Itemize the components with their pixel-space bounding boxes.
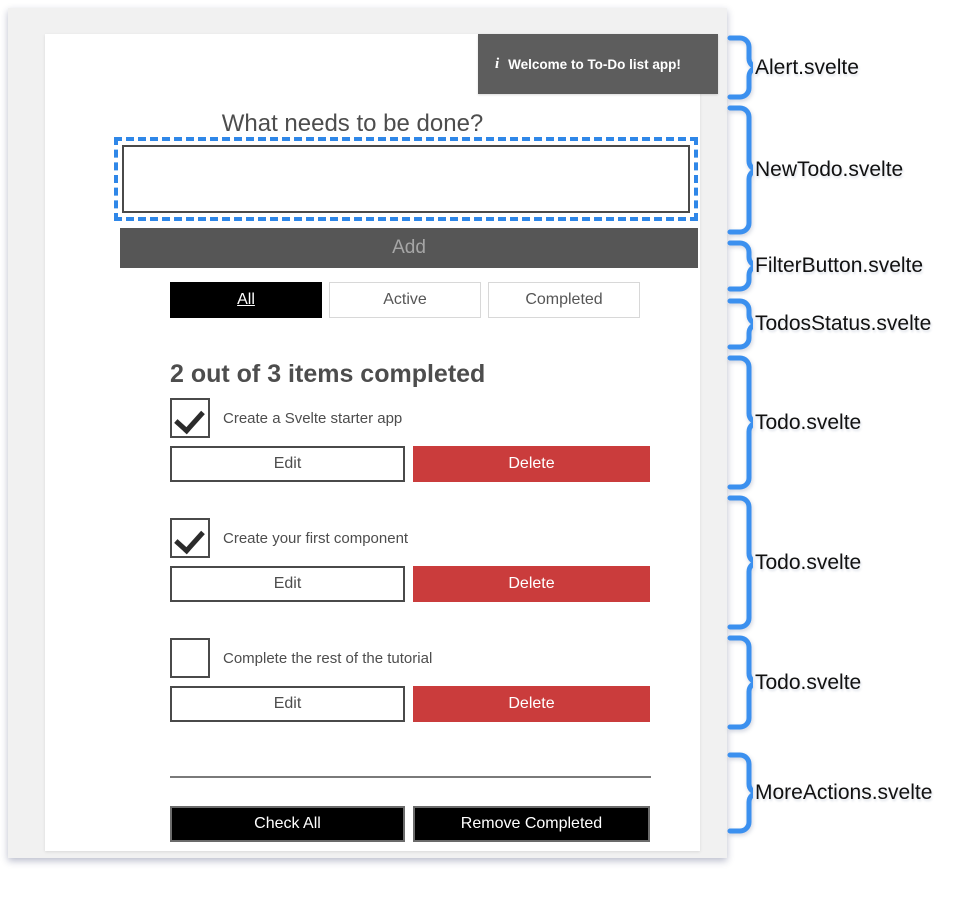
todo-checkbox[interactable]	[170, 518, 210, 558]
filter-button-completed[interactable]: Completed	[488, 282, 640, 318]
component-annotation: MoreActions.svelte	[727, 752, 932, 834]
curly-brace-icon	[727, 35, 753, 100]
filter-label-all: All	[237, 291, 255, 308]
todo-app-card: What needs to be done? Add All Active Co…	[45, 34, 700, 851]
component-annotation-label: Alert.svelte	[755, 55, 859, 79]
curly-brace-icon	[727, 635, 753, 730]
todo-actions: Edit Delete	[170, 446, 650, 482]
todo-list: Create a Svelte starter app Edit Delete …	[45, 380, 700, 740]
component-annotation-label: NewTodo.svelte	[755, 158, 904, 181]
todo-item: Create a Svelte starter app Edit Delete	[45, 380, 700, 500]
todo-row: Complete the rest of the tutorial	[170, 638, 432, 678]
new-todo-focus-ring	[114, 137, 698, 221]
todo-item: Create your first component Edit Delete	[45, 500, 700, 620]
component-annotation: TodosStatus.svelte	[727, 298, 931, 350]
component-annotation-label: Todo.svelte	[755, 670, 862, 694]
remove-completed-button[interactable]: Remove Completed	[413, 806, 650, 842]
delete-todo-button[interactable]: Delete	[413, 446, 650, 482]
todo-label: Complete the rest of the tutorial	[223, 649, 433, 667]
page-title: What needs to be done?	[221, 110, 484, 138]
curly-brace-icon	[727, 240, 753, 292]
filter-button-active[interactable]: Active	[329, 282, 481, 318]
todo-app-content: What needs to be done? Add All Active Co…	[45, 34, 700, 851]
filter-label-completed: Completed	[525, 291, 603, 308]
component-annotation: Todo.svelte	[727, 495, 861, 630]
info-icon: i	[495, 55, 500, 72]
todo-label: Create a Svelte starter app	[223, 409, 403, 427]
curly-brace-icon	[727, 105, 753, 235]
curly-brace-icon	[727, 495, 753, 630]
edit-todo-button[interactable]: Edit	[170, 446, 405, 482]
section-divider	[170, 776, 651, 778]
curly-brace-icon	[727, 355, 753, 490]
component-annotation: Alert.svelte	[727, 35, 859, 100]
edit-todo-button[interactable]: Edit	[170, 566, 405, 602]
component-annotation: NewTodo.svelte	[727, 105, 903, 235]
more-actions-group: Check All Remove Completed	[170, 806, 650, 842]
component-annotation: Todo.svelte	[727, 635, 861, 730]
filter-label-active: Active	[383, 291, 427, 308]
component-annotation-label: Todo.svelte	[755, 410, 862, 434]
todo-label: Create your first component	[223, 529, 409, 547]
delete-todo-button[interactable]: Delete	[413, 566, 650, 602]
todo-actions: Edit Delete	[170, 686, 650, 722]
component-annotation: Todo.svelte	[727, 355, 861, 490]
curly-brace-icon	[727, 752, 753, 834]
new-todo-input[interactable]	[122, 145, 690, 213]
component-annotation-label: FilterButton.svelte	[755, 254, 924, 277]
todos-status-heading: 2 out of 3 items completed	[170, 359, 486, 388]
todo-row: Create your first component	[170, 518, 408, 558]
add-todo-button[interactable]: Add	[120, 228, 698, 268]
alert-toast: i Welcome to To-Do list app!	[478, 34, 718, 94]
check-all-button[interactable]: Check All	[170, 806, 405, 842]
edit-todo-button[interactable]: Edit	[170, 686, 405, 722]
delete-todo-button[interactable]: Delete	[413, 686, 650, 722]
todo-actions: Edit Delete	[170, 566, 650, 602]
component-annotation-label: MoreActions.svelte	[755, 781, 933, 804]
todo-item: Complete the rest of the tutorial Edit D…	[45, 620, 700, 740]
filter-button-all[interactable]: All	[170, 282, 322, 318]
todo-row: Create a Svelte starter app	[170, 398, 402, 438]
component-annotation-label: Todo.svelte	[755, 550, 862, 574]
curly-brace-icon	[727, 298, 753, 350]
component-annotation-label: TodosStatus.svelte	[755, 312, 932, 335]
app-window-frame: What needs to be done? Add All Active Co…	[8, 8, 727, 858]
todo-checkbox[interactable]	[170, 638, 210, 678]
filter-button-group: All Active Completed	[170, 282, 640, 318]
todo-checkbox[interactable]	[170, 398, 210, 438]
component-annotation: FilterButton.svelte	[727, 240, 923, 292]
alert-message: Welcome to To-Do list app!	[508, 56, 681, 72]
